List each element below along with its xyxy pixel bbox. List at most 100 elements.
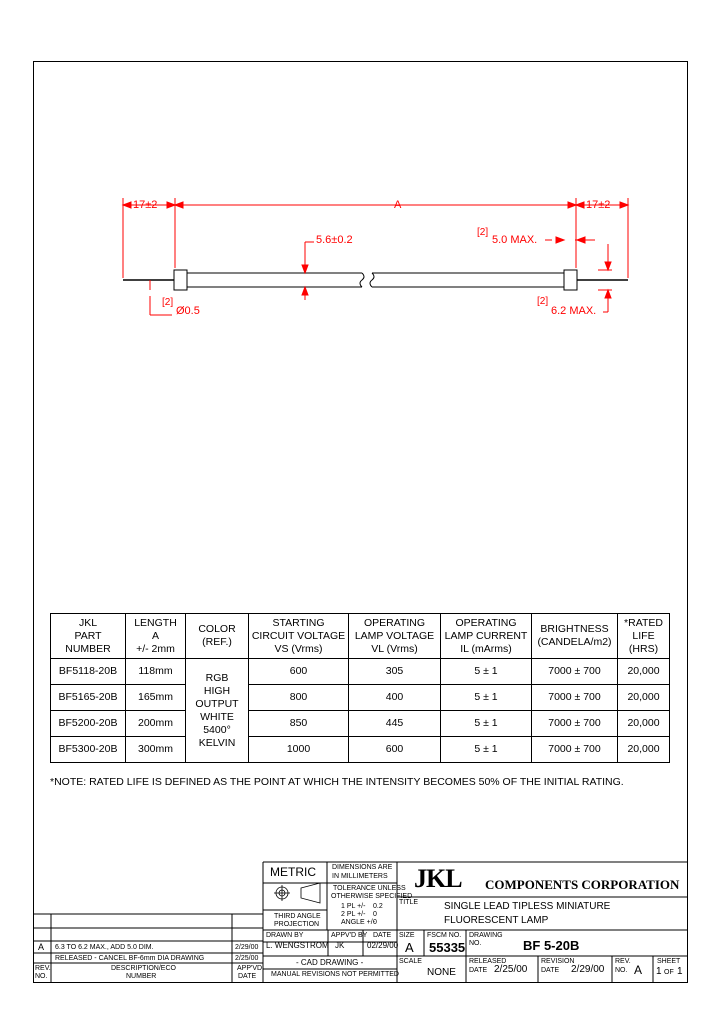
dim-lead-diameter: Ø0.5 <box>176 305 200 317</box>
drawn-by-label: DRAWN BY <box>266 932 304 939</box>
dim-left-lead: 17±2 <box>133 199 158 211</box>
cad-drawing-label: - CAD DRAWING - <box>296 958 364 967</box>
tol-1pl-value: 0.2 <box>373 903 383 910</box>
cell-vl: 305 <box>348 658 441 685</box>
tol-angle-value: 0 <box>373 919 377 926</box>
dim-end-max: 6.2 MAX. <box>551 305 597 317</box>
cell-vl: 600 <box>348 736 441 763</box>
title-label: TITLE <box>399 899 419 906</box>
fscm-label: FSCM NO. <box>427 932 462 939</box>
drawing-no-label: NO. <box>469 940 482 947</box>
revision-head-appvd: APP'VD <box>237 965 263 972</box>
drawing-label: DRAWING <box>469 932 503 939</box>
cell-life: 20,000 <box>617 684 670 711</box>
rev-label: REV. <box>615 958 631 965</box>
revision-head-no: NO. <box>35 973 48 980</box>
revision-row-date: 2/25/00 <box>235 955 259 962</box>
scale-value: NONE <box>427 967 456 978</box>
break-right <box>369 272 375 288</box>
dim-length: A <box>394 199 402 211</box>
cell-part: BF5300-20B <box>50 736 126 763</box>
dimensions-are-label: DIMENSIONS ARE <box>332 864 393 871</box>
revision-head-date: DATE <box>238 973 257 980</box>
manual-revisions-label: MANUAL REVISIONS NOT PERMITTED <box>271 971 399 978</box>
sheet-label: SHEET <box>657 958 681 965</box>
third-angle-label: THIRD ANGLE <box>274 913 321 920</box>
dim-end-cap: 5.0 MAX. <box>492 234 538 246</box>
released-label: RELEASED <box>469 958 507 965</box>
date: 02/29/00 <box>367 941 399 950</box>
cell-life: 20,000 <box>617 710 670 737</box>
title-line-2: FLUORESCENT LAMP <box>444 915 549 926</box>
rated-life-note: *NOTE: RATED LIFE IS DEFINED AS THE POIN… <box>50 776 624 788</box>
cell-brightness: 7000 ± 700 <box>531 658 618 685</box>
cell-vs: 1000 <box>248 736 349 763</box>
cell-part: BF5200-20B <box>50 710 126 737</box>
revision-head-rev: REV. <box>35 965 51 972</box>
dim-end-ref: [2] <box>537 296 549 307</box>
tolerance-label: TOLERANCE UNLESS <box>333 885 406 892</box>
cell-il: 5 ± 1 <box>440 736 532 763</box>
dim-lead-ref: [2] <box>162 297 174 308</box>
revision-row-date: 2/29/00 <box>235 944 259 951</box>
cell-life: 20,000 <box>617 736 670 763</box>
dim-right-lead: 17±2 <box>586 199 611 211</box>
released-date: 2/25/00 <box>494 964 528 975</box>
otherwise-label: OTHERWISE SPECIFIED <box>331 893 413 900</box>
tol-2pl-label: 2 PL +/- <box>341 911 366 918</box>
revision-date: 2/29/00 <box>571 964 605 975</box>
approved-by: JK <box>335 941 345 950</box>
table-row: BF5165-20B 165mm 800 400 5 ± 1 7000 ± 70… <box>50 684 670 711</box>
company-logo: JKL <box>414 864 463 893</box>
scale-label: SCALE <box>399 958 422 965</box>
revision-date-label: DATE <box>541 967 560 974</box>
size-label: SIZE <box>399 932 415 939</box>
sheet-number: 1 <box>656 966 662 977</box>
table-row: BF5300-20B 300mm 1000 600 5 ± 1 7000 ± 7… <box>50 736 670 763</box>
cell-il: 5 ± 1 <box>440 710 532 737</box>
drawn-by: L. WENGSTROM <box>266 941 329 950</box>
break-left <box>359 272 365 288</box>
cell-vs: 800 <box>248 684 349 711</box>
cell-vs: 600 <box>248 658 349 685</box>
cell-brightness: 7000 ± 700 <box>531 736 618 763</box>
revision-row-desc: RELEASED - CANCEL BF-6mm DIA DRAWING <box>55 955 205 962</box>
revision-row-desc: 6.3 TO 6.2 MAX., ADD 5.0 DIM. <box>55 944 154 951</box>
dim-tube-diameter: 5.6±0.2 <box>316 234 353 246</box>
table-row: BF5200-20B 200mm 850 445 5 ± 1 7000 ± 70… <box>50 710 670 737</box>
approved-by-label: APPV'D BY <box>331 932 368 939</box>
cell-length: 165mm <box>125 684 186 711</box>
sheet-total: 1 <box>677 966 683 977</box>
fscm-value: 55335 <box>429 940 466 955</box>
revision-head-number: NUMBER <box>126 973 157 980</box>
cell-part: BF5118-20B <box>50 658 126 685</box>
size-value: A <box>405 940 414 955</box>
revision-label: REVISION <box>541 958 575 965</box>
revision-row-rev: A <box>38 942 45 952</box>
tol-2pl-value: 0 <box>373 911 377 918</box>
drawing-number: BF 5-20B <box>523 938 580 953</box>
cell-length: 300mm <box>125 736 186 763</box>
left-end-cap <box>173 269 188 291</box>
cell-brightness: 7000 ± 700 <box>531 710 618 737</box>
cell-length: 118mm <box>125 658 186 685</box>
header-color: COLOR(REF.) <box>185 613 249 659</box>
cell-length: 200mm <box>125 710 186 737</box>
dimension-lines <box>121 198 630 316</box>
right-end-cap <box>563 269 578 291</box>
drawing-frame <box>33 61 688 983</box>
revision-head-desc: DESCRIPTION/ECO <box>111 965 176 972</box>
projection-symbol <box>274 882 321 904</box>
company-name: COMPONENTS CORPORATION <box>485 877 680 892</box>
released-date-label: DATE <box>469 967 488 974</box>
